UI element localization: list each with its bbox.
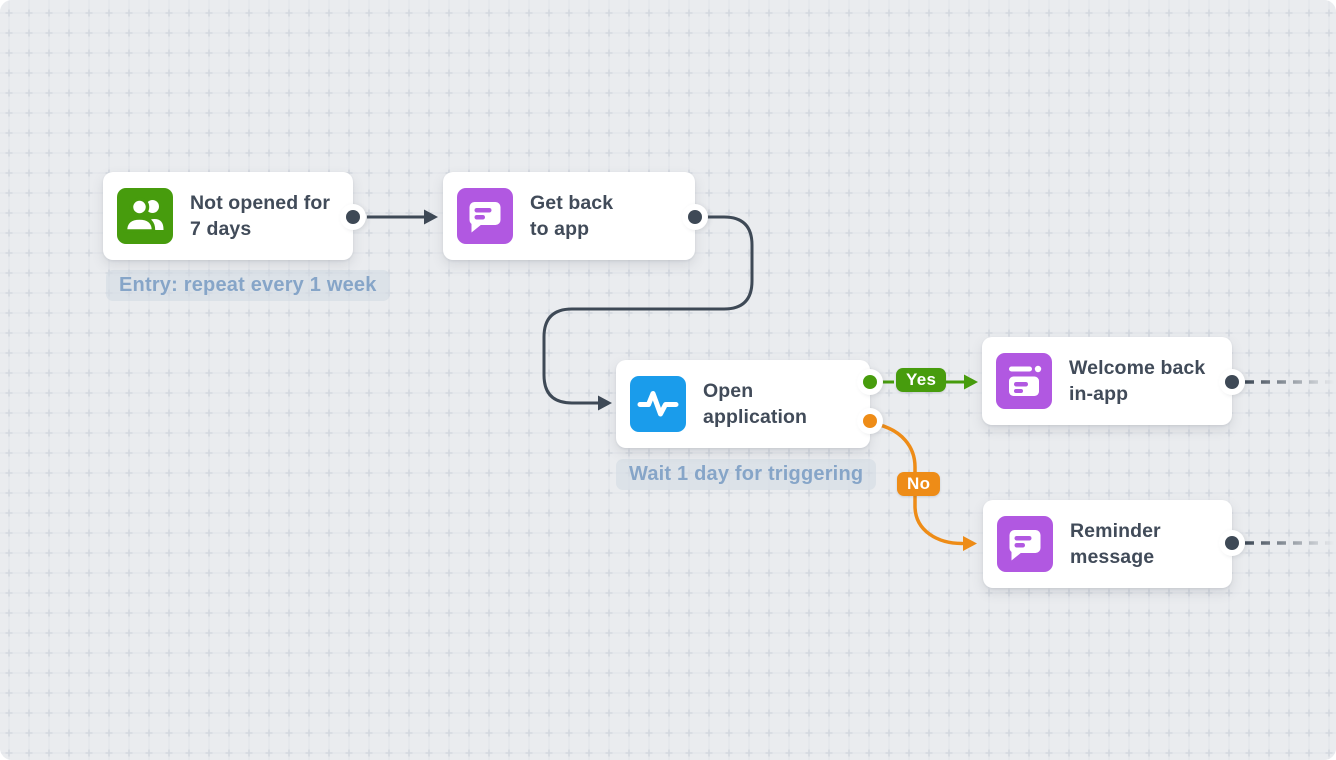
- chat-message-icon: [457, 188, 513, 244]
- connector-yes-arrowhead: [964, 374, 978, 390]
- activity-pulse-icon: [630, 376, 686, 432]
- output-port[interactable]: [340, 204, 366, 230]
- node-title-line: in-app: [1069, 383, 1129, 405]
- node-title-line: Reminder: [1070, 520, 1161, 542]
- node-title-line: 7 days: [190, 218, 252, 240]
- node-title-line: Open: [703, 380, 754, 402]
- connector-no-arrowhead: [963, 536, 977, 551]
- node-title: Open application: [703, 378, 807, 430]
- node-title-line: message: [1070, 546, 1155, 568]
- output-port[interactable]: [1219, 530, 1245, 556]
- connector-trigger-arrowhead: [424, 209, 438, 225]
- port-dot: [863, 414, 877, 428]
- node-title: Get back to app: [530, 190, 613, 242]
- node-title-line: Not opened for: [190, 192, 331, 214]
- port-dot: [1225, 536, 1239, 550]
- node-title: Welcome back in-app: [1069, 355, 1205, 407]
- inapp-message-icon: [996, 353, 1052, 409]
- node-title-line: Welcome back: [1069, 357, 1206, 379]
- connector-message-to-goal: [542, 215, 754, 411]
- entry-schedule-label: Entry: repeat every 1 week: [106, 270, 390, 301]
- port-dot: [863, 375, 877, 389]
- chat-message-icon: [997, 516, 1053, 572]
- port-dot: [1225, 375, 1239, 389]
- output-port[interactable]: [682, 204, 708, 230]
- wait-duration-label: Wait 1 day for triggering: [616, 459, 877, 490]
- connector-trigger-to-message: [367, 209, 438, 225]
- connector-message-arrowhead: [598, 395, 612, 411]
- port-dot: [346, 210, 360, 224]
- node-get-back-message[interactable]: Get back to app: [443, 172, 708, 260]
- no-output-port[interactable]: [857, 408, 883, 434]
- connector-yes-branch: [881, 374, 978, 390]
- node-not-opened-trigger[interactable]: Not opened for 7 days: [103, 172, 366, 260]
- node-reminder-message[interactable]: Reminder message: [983, 500, 1245, 588]
- node-open-application[interactable]: Open application: [616, 360, 883, 448]
- node-title: Not opened for 7 days: [190, 190, 330, 242]
- no-branch-badge: No: [897, 472, 941, 496]
- yes-output-port[interactable]: [857, 369, 883, 395]
- node-welcome-back-inapp[interactable]: Welcome back in-app: [982, 337, 1245, 425]
- port-dot: [688, 210, 702, 224]
- output-port[interactable]: [1219, 369, 1245, 395]
- node-title: Reminder message: [1070, 518, 1161, 570]
- yes-branch-badge: Yes: [896, 368, 947, 392]
- users-icon: [117, 188, 173, 244]
- node-title-line: application: [703, 406, 808, 428]
- node-title-line: to app: [530, 218, 590, 240]
- node-title-line: Get back: [530, 192, 614, 214]
